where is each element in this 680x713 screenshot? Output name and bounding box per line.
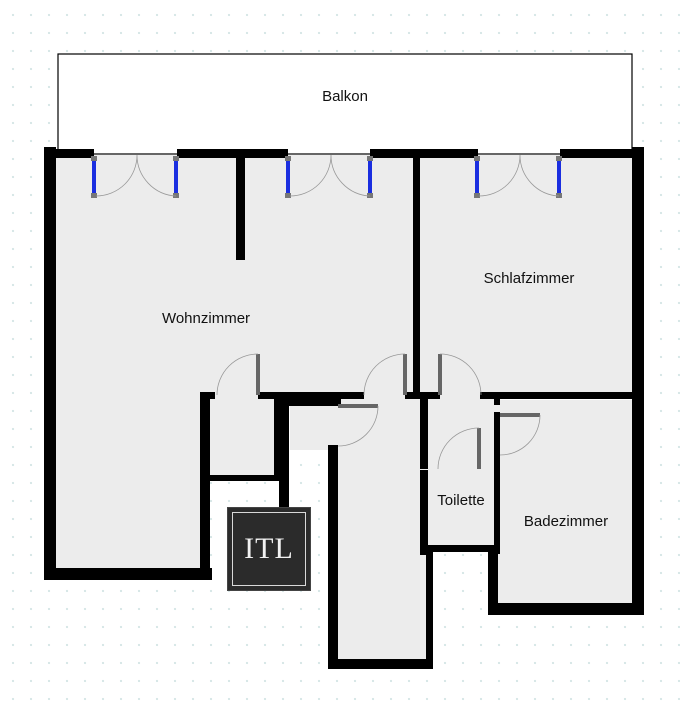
- wall-toilet-right: [494, 412, 500, 554]
- closet-floor: [200, 395, 278, 475]
- door-closet: [216, 353, 260, 396]
- door-living-hall: [363, 353, 407, 396]
- wall-top-3: [370, 149, 478, 158]
- door-hall-entry: [337, 404, 379, 447]
- label-wohnzimmer: Wohnzimmer: [162, 310, 250, 327]
- wall-living-stub: [236, 155, 245, 260]
- label-toilette: Toilette: [437, 492, 485, 509]
- floor-areas: [50, 155, 636, 662]
- wall-closet-top: [200, 392, 215, 399]
- balcony-area: [57, 53, 633, 155]
- wall-hall-left: [328, 445, 338, 669]
- wall-right: [632, 147, 644, 615]
- wall-toilet-left: [420, 470, 428, 555]
- windows: [91, 154, 562, 198]
- door-bathroom: [499, 413, 541, 456]
- wall-hall-top-left: [289, 399, 341, 406]
- logo-frame: ITL: [232, 512, 306, 586]
- wall-hall-bottom: [328, 659, 433, 669]
- wall-left: [44, 147, 56, 580]
- wall-closet-bottom: [200, 475, 281, 481]
- window-3: [474, 154, 562, 198]
- label-badezimmer: Badezimmer: [524, 513, 608, 530]
- wall-bed-hall-2: [480, 392, 640, 399]
- window-1: [91, 154, 179, 198]
- logo-text: ITL: [244, 532, 294, 565]
- label-balkon: Balkon: [322, 88, 368, 105]
- wall-closet-right-lower: [279, 399, 289, 507]
- wall-toilet-right-top: [494, 399, 500, 405]
- wall-living-hall: [258, 392, 364, 399]
- bathroom-floor: [495, 400, 636, 605]
- wall-hall-left-top: [328, 445, 338, 450]
- wall-living-lower-right: [200, 395, 210, 580]
- wall-bath-left-lower: [488, 548, 498, 615]
- wall-bottom-bath: [488, 603, 644, 615]
- wall-closet-right: [274, 395, 281, 479]
- wall-bedroom-left: [413, 155, 420, 398]
- living-room-floor: [50, 155, 416, 573]
- toilet-floor: [428, 400, 496, 548]
- wall-top-1: [44, 149, 94, 158]
- wall-bed-hall-1: [405, 392, 440, 399]
- door-toilet: [437, 427, 481, 470]
- wall-hall-right: [426, 548, 433, 669]
- wall-top-4: [560, 149, 644, 158]
- label-schlafzimmer: Schlafzimmer: [484, 270, 575, 287]
- doors: [216, 353, 541, 470]
- wall-top-2: [177, 149, 288, 158]
- itl-logo: ITL: [227, 507, 311, 591]
- wall-toilet-left-top: [420, 399, 428, 469]
- wall-bottom-living: [44, 568, 212, 580]
- window-2: [285, 154, 373, 198]
- door-bedroom: [438, 353, 482, 396]
- walls: [44, 147, 644, 669]
- bedroom-floor: [416, 155, 636, 395]
- wall-toilet-bottom: [426, 545, 498, 552]
